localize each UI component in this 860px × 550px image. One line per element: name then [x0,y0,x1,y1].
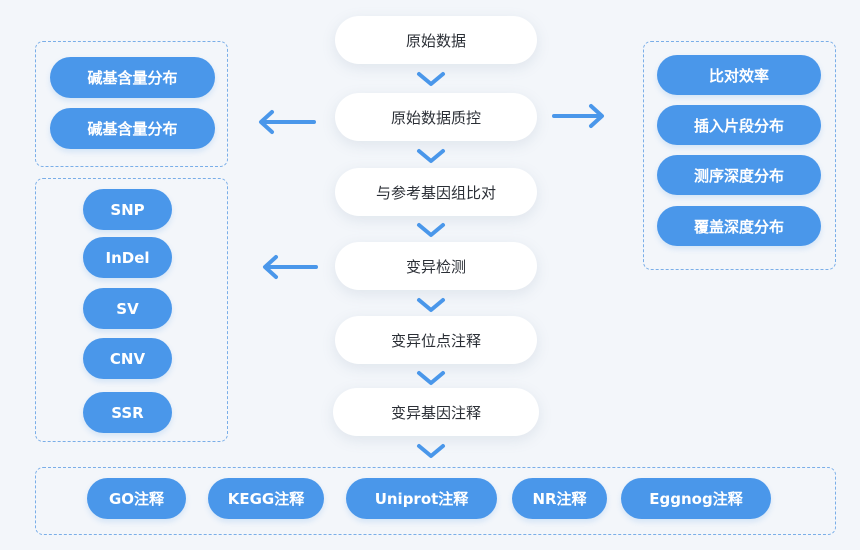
variant-type-item[interactable]: CNV [83,338,172,379]
annotation-db-panel [35,467,836,535]
variant-type-item[interactable]: InDel [83,237,172,278]
flow-step-variant-site-annotation[interactable]: 变异位点注释 [335,316,537,364]
annotation-db-item[interactable]: NR注释 [512,478,607,519]
qc-left-panel [35,41,228,167]
variant-type-item[interactable]: SNP [83,189,172,230]
chevron-down-icon [417,223,445,237]
qc-left-item[interactable]: 碱基含量分布 [50,108,215,149]
annotation-db-item[interactable]: KEGG注释 [208,478,324,519]
flow-step-variant-calling[interactable]: 变异检测 [335,242,537,290]
chevron-down-icon [417,444,445,458]
flow-step-raw-data-qc[interactable]: 原始数据质控 [335,93,537,141]
chevron-down-icon [417,72,445,86]
arrow-right-icon [552,104,604,128]
variant-types-panel [35,178,228,442]
chevron-down-icon [417,371,445,385]
flow-step-alignment[interactable]: 与参考基因组比对 [335,168,537,216]
arrow-left-icon [263,255,318,279]
qc-left-item[interactable]: 碱基含量分布 [50,57,215,98]
annotation-db-item[interactable]: Uniprot注释 [346,478,497,519]
chevron-down-icon [417,149,445,163]
qc-right-panel [643,41,836,270]
variant-type-item[interactable]: SSR [83,392,172,433]
chevron-down-icon [417,298,445,312]
qc-right-item[interactable]: 插入片段分布 [657,105,821,145]
annotation-db-item[interactable]: GO注释 [87,478,186,519]
qc-right-item[interactable]: 比对效率 [657,55,821,95]
flow-step-raw-data[interactable]: 原始数据 [335,16,537,64]
arrow-left-icon [259,110,316,134]
qc-right-item[interactable]: 覆盖深度分布 [657,206,821,246]
variant-type-item[interactable]: SV [83,288,172,329]
qc-right-item[interactable]: 测序深度分布 [657,155,821,195]
annotation-db-item[interactable]: Eggnog注释 [621,478,771,519]
flow-step-variant-gene-annotation[interactable]: 变异基因注释 [333,388,539,436]
